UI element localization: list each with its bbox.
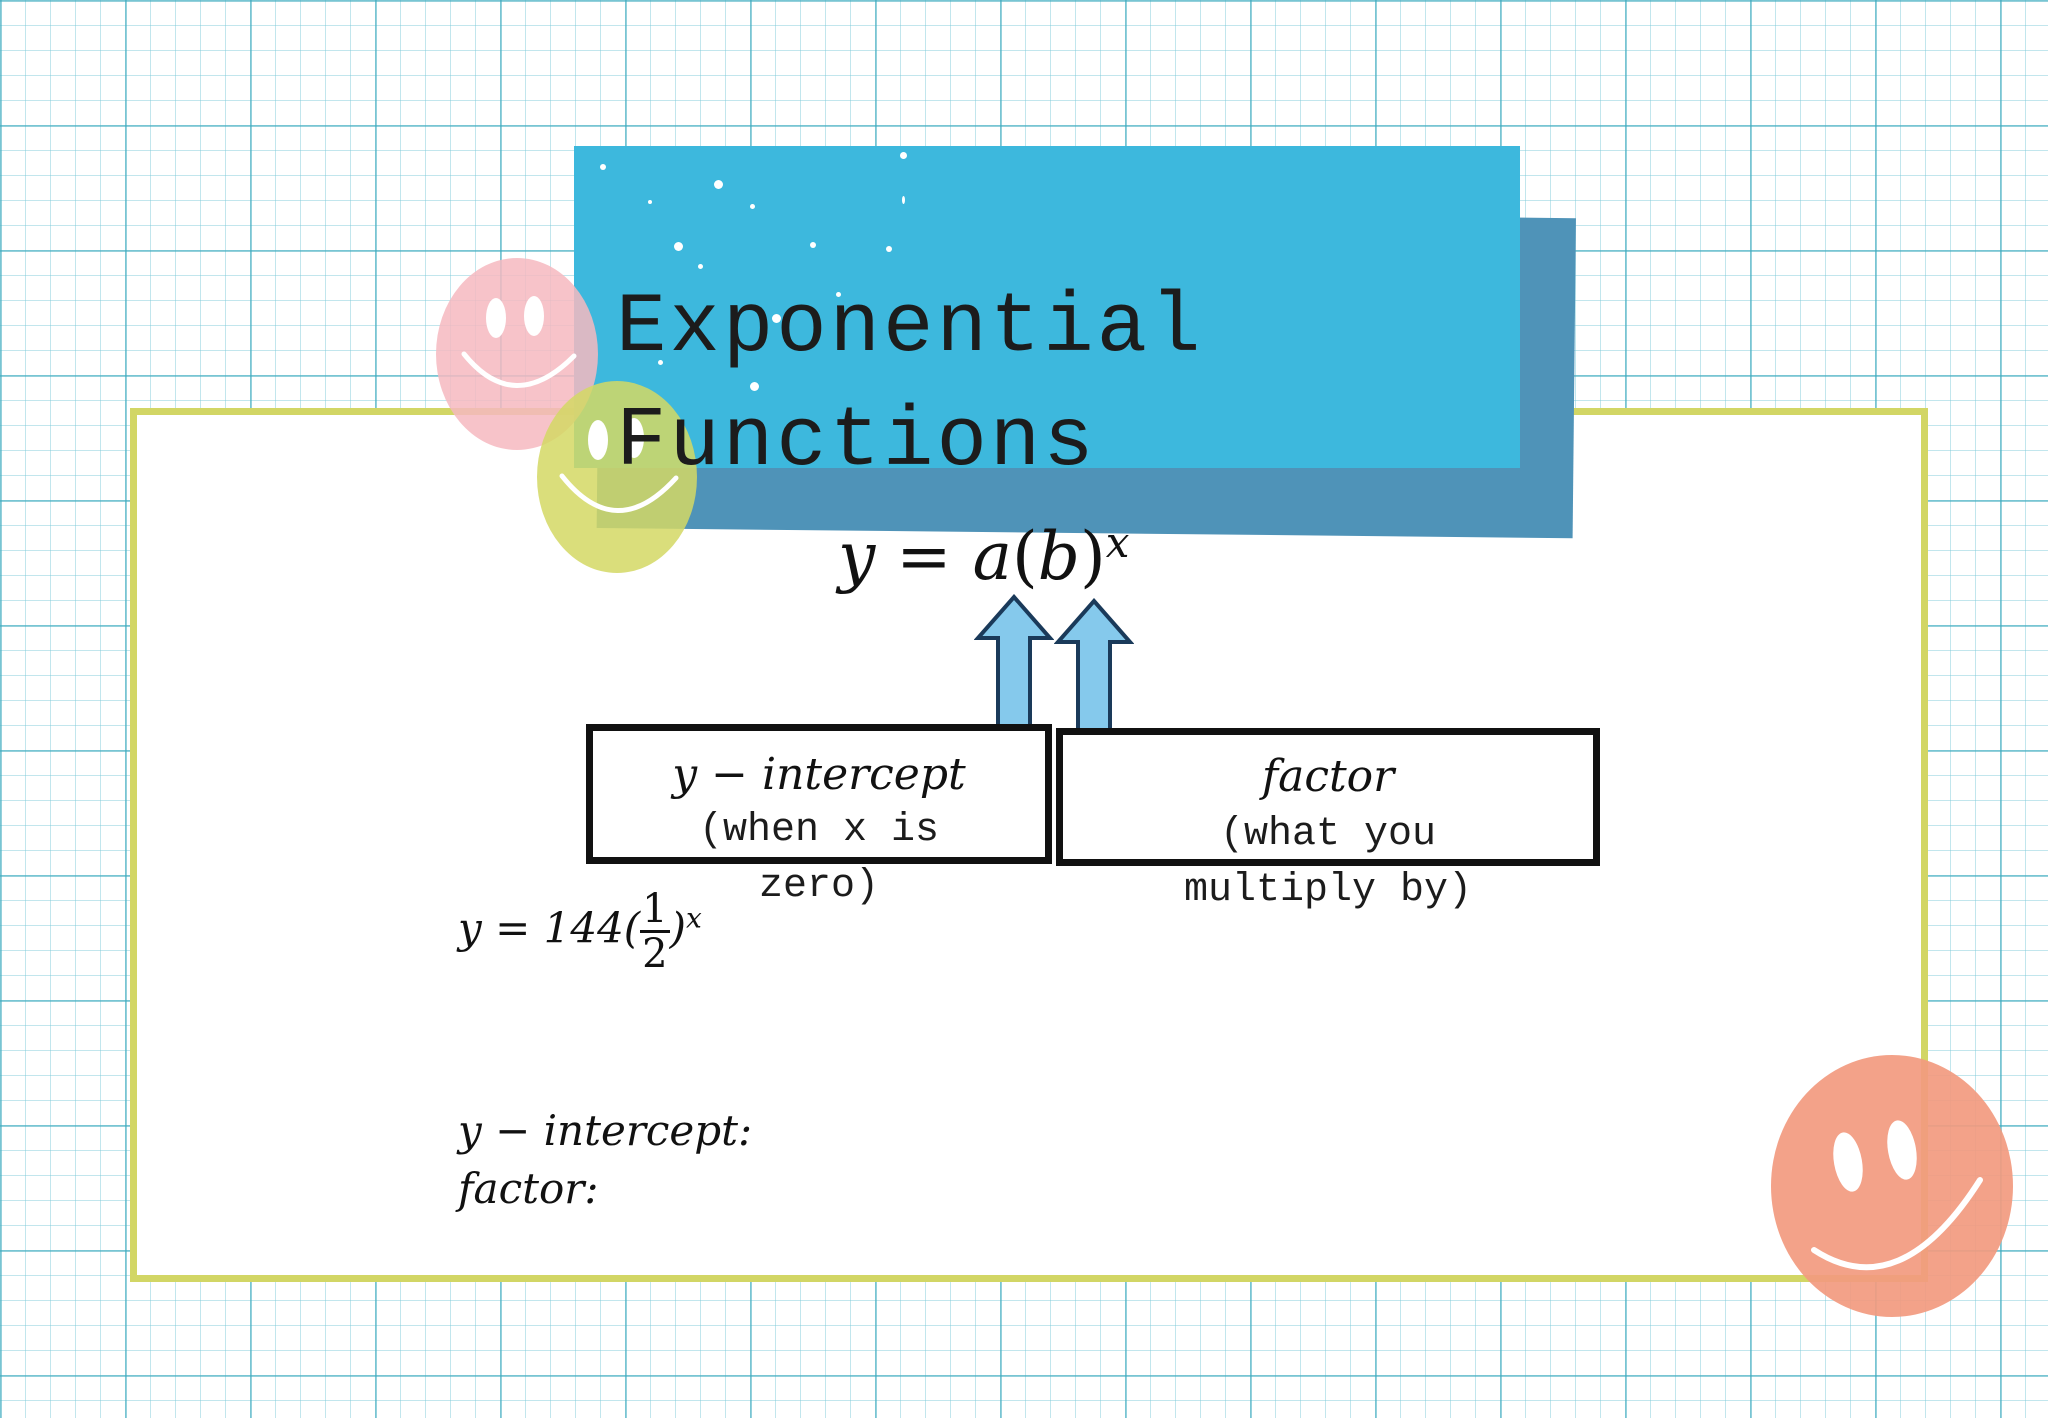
y-intercept-box-title: y − intercept	[672, 749, 966, 800]
y-intercept-box: y − intercept (when x is zero)	[586, 724, 1052, 909]
y-intercept-answer-label: y − intercept:	[458, 1106, 753, 1155]
formula-a: a	[972, 518, 1012, 595]
pink-smiley-icon	[436, 258, 598, 450]
formula-open-paren: (	[1011, 518, 1038, 595]
factor-box-desc-1: (what you	[1219, 812, 1437, 857]
content-card	[130, 408, 1928, 1282]
up-arrow-icon	[974, 594, 1054, 733]
orange-smiley-icon	[1771, 1055, 2013, 1317]
formula-close-paren: )	[1079, 518, 1106, 595]
example-exponent: x	[686, 901, 702, 935]
factor-box-title: factor	[1261, 751, 1395, 802]
y-intercept-box-desc-2: zero)	[758, 864, 880, 909]
example-numerator: 1	[640, 886, 670, 933]
formula-equals: =	[896, 518, 952, 595]
example-denominator: 2	[642, 931, 668, 977]
factor-box: factor (what you multiply by)	[1056, 728, 1600, 913]
factor-answer-label: factor:	[458, 1164, 599, 1213]
formula-y: y	[838, 518, 876, 595]
y-intercept-box-desc-1: (when x is	[698, 808, 940, 853]
up-arrow-icon	[1054, 598, 1134, 739]
title-line-2: Functions	[616, 395, 1097, 490]
example-close: )	[669, 903, 687, 953]
example-lhs: y = 144(	[458, 903, 641, 953]
formula-b: b	[1037, 518, 1080, 595]
formula-exponent: x	[1105, 518, 1130, 567]
factor-box-desc-2: multiply by)	[1183, 868, 1473, 913]
page-title: Exponential Functions	[616, 272, 1416, 500]
yellow-smiley-icon	[537, 381, 697, 573]
title-banner	[574, 146, 1520, 468]
main-formula: y = a(b)x	[838, 518, 1129, 595]
title-line-1: Exponential	[616, 281, 1204, 376]
